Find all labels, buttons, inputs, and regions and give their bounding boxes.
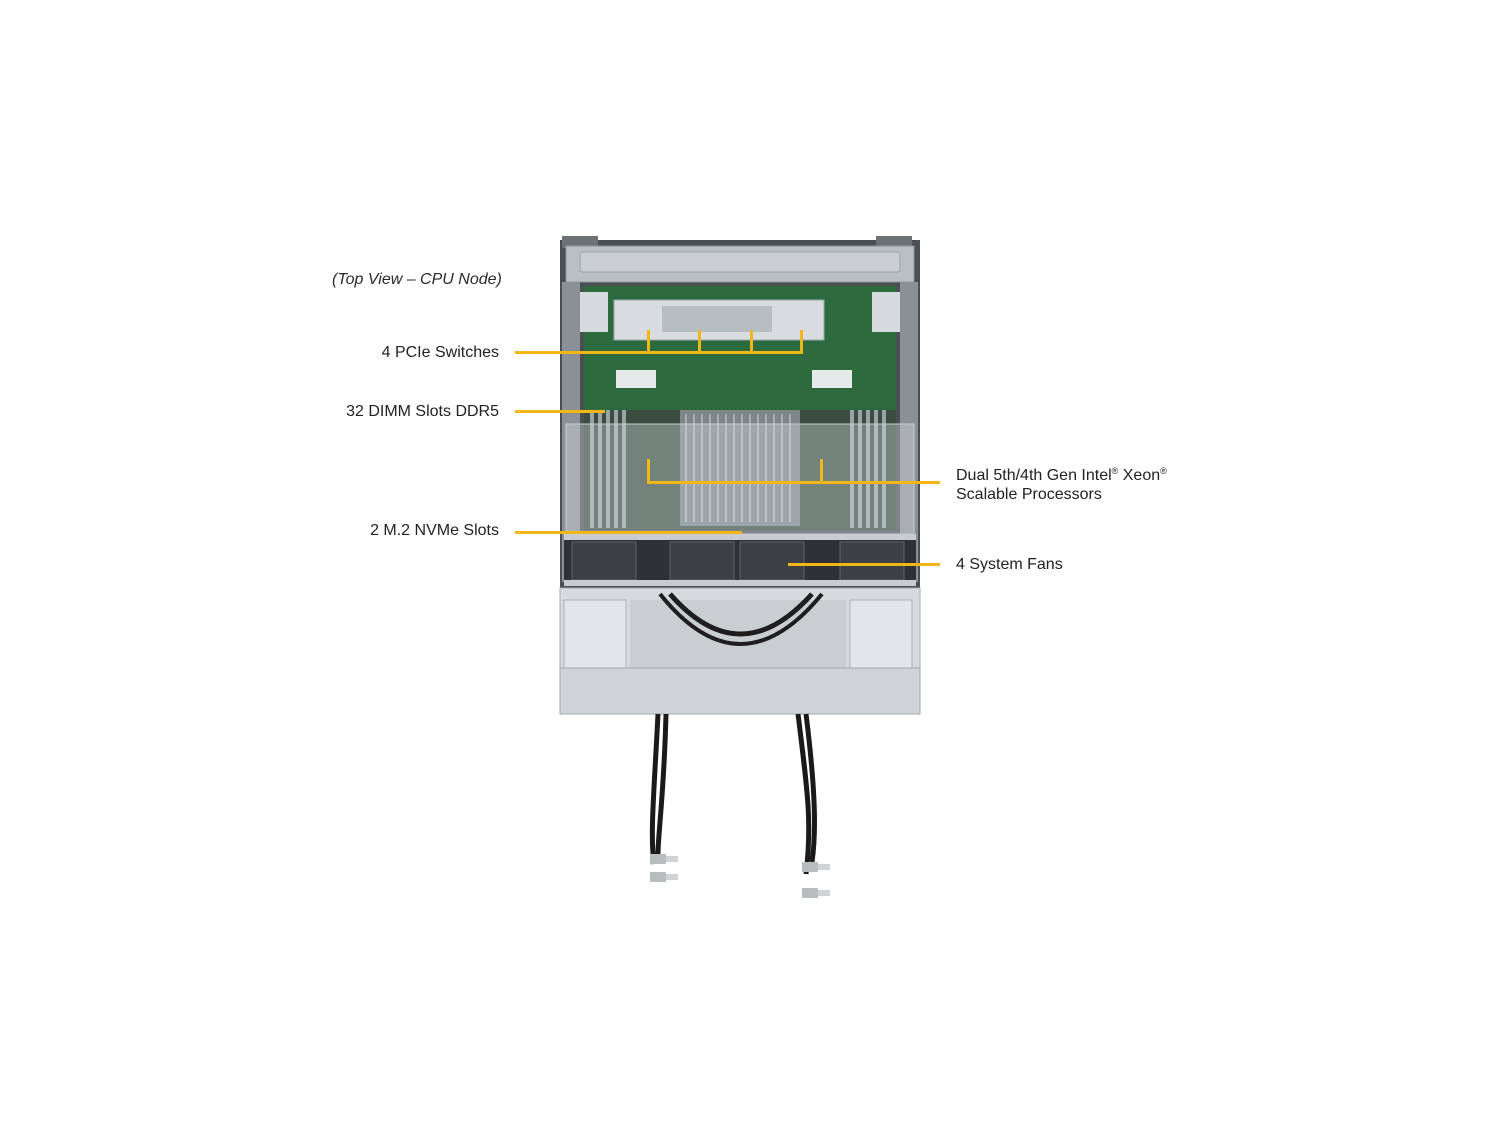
processors-text-line2: Scalable Processors — [956, 486, 1102, 503]
processors-text: Dual 5th/4th Gen Intel — [956, 467, 1112, 484]
callout-tick-cpu-2 — [820, 459, 823, 483]
caption: (Top View – CPU Node) — [332, 271, 502, 288]
registered-mark: ® — [1160, 466, 1167, 476]
callout-line-fans — [788, 563, 940, 566]
label-system-fans: 4 System Fans — [956, 556, 1063, 573]
callout-tick-pcie-2 — [698, 330, 701, 352]
callout-tick-pcie-1 — [647, 330, 650, 352]
label-dimm-slots: 32 DIMM Slots DDR5 — [346, 403, 499, 420]
callout-tick-pcie-4 — [800, 330, 803, 352]
label-nvme-slots: 2 M.2 NVMe Slots — [370, 522, 499, 539]
callout-line-dimm — [515, 410, 605, 413]
callout-line-pcie — [515, 351, 803, 354]
server-chassis-image — [559, 236, 921, 898]
callout-line-cpu — [647, 481, 940, 484]
callout-tick-cpu-1 — [647, 459, 650, 483]
label-processors: Dual 5th/4th Gen Intel® Xeon® Scalable P… — [956, 462, 1167, 504]
label-pcie-switches: 4 PCIe Switches — [381, 344, 499, 361]
callout-tick-pcie-3 — [750, 330, 753, 352]
callout-line-nvme — [515, 531, 742, 534]
registered-mark: ® — [1111, 466, 1119, 476]
processors-text-xeon: Xeon — [1118, 467, 1161, 484]
